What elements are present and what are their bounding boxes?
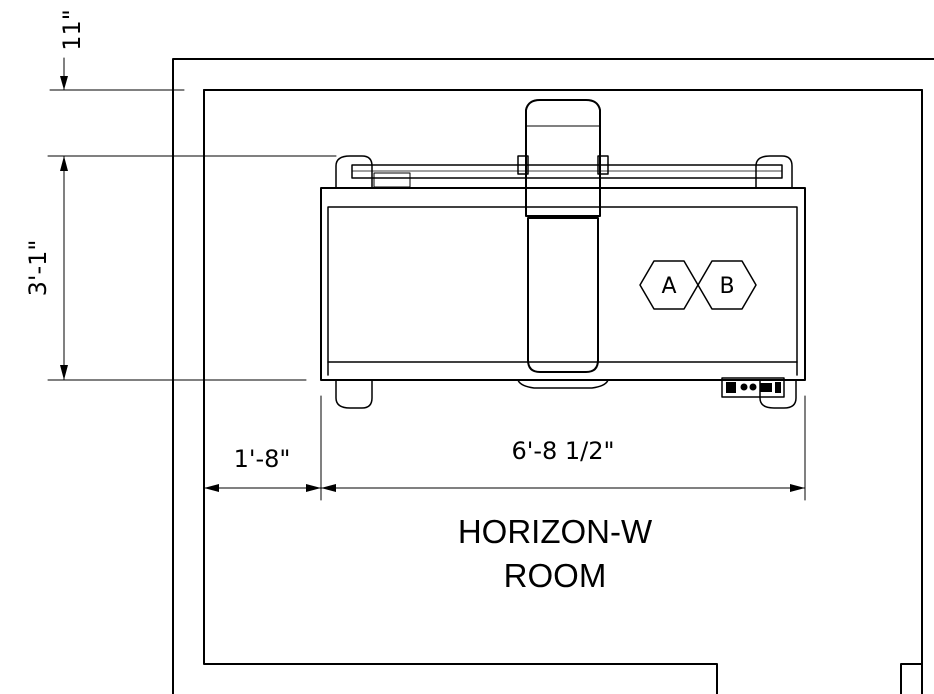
top-clearance-dimension: 11": [49, 9, 185, 91]
hexagon-tag-b: [697, 260, 757, 310]
depth-dimension: 3'-1": [24, 155, 337, 381]
front-left-leg: [335, 379, 373, 409]
column-clamp: [517, 155, 529, 175]
column-arm: [527, 217, 599, 373]
rail-bracket: [373, 172, 411, 188]
equipment-top-view: [320, 99, 806, 409]
tag-b-label: B: [719, 274, 734, 299]
arrowhead: [306, 484, 321, 492]
rear-rail: [351, 164, 783, 179]
arrowhead: [790, 484, 805, 492]
tag-b: B: [697, 260, 757, 310]
tag-a: A: [639, 260, 699, 310]
control-display: [760, 383, 772, 392]
room-label-line1: HORIZON-W: [458, 513, 653, 550]
control-button: [775, 382, 781, 393]
arrowhead: [204, 484, 219, 492]
table-body: [320, 187, 806, 381]
column-head: [525, 99, 601, 217]
tag-a-label: A: [661, 274, 676, 299]
left-clearance-label: 1'-8": [234, 445, 291, 473]
outer-wall: [172, 58, 934, 694]
control-button: [749, 383, 757, 391]
depth-label: 3'-1": [24, 240, 52, 297]
control-button: [740, 383, 748, 391]
table-top-panel: [327, 206, 798, 363]
room-walls: [172, 58, 934, 694]
column-clamp: [597, 155, 609, 175]
inner-wall-bottom-right: [900, 663, 923, 694]
control-panel: [721, 377, 785, 398]
top-clearance-label: 11": [58, 9, 86, 51]
room-label-line2: ROOM: [504, 557, 607, 594]
arrowhead-top: [60, 156, 68, 171]
rear-right-bumper: [755, 155, 793, 189]
arrowhead: [321, 484, 336, 492]
column-foot: [517, 379, 609, 389]
front-right-leg: [759, 379, 797, 409]
arrowhead: [60, 76, 68, 90]
room-label: HORIZON-W ROOM: [458, 513, 653, 594]
width-dimensions: 1'-8" 6'-8 1/2": [203, 395, 806, 501]
inner-wall-left-bottom: [203, 89, 718, 694]
width-label: 6'-8 1/2": [511, 437, 614, 465]
arrowhead-bottom: [60, 365, 68, 380]
rear-left-bumper: [335, 155, 373, 189]
control-button: [726, 382, 736, 393]
